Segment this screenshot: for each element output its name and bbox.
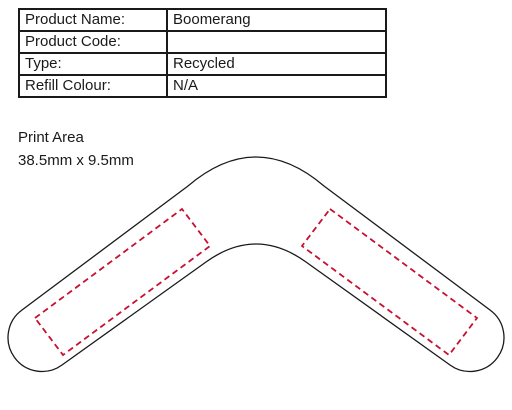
print-zone-right [300,207,479,357]
refill-colour-value: N/A [166,74,387,98]
print-area-title: Print Area [18,129,84,146]
print-area-info: Print Area 38.5mm x 9.5mm [18,126,134,172]
boomerang-outline [7,156,505,373]
print-zone-left [33,207,212,357]
print-area-size: 38.5mm x 9.5mm [18,152,134,169]
product-code-value [166,30,387,54]
row-product-name: Product Name: Boomerang [18,8,387,32]
type-value: Recycled [166,52,387,76]
row-refill-colour: Refill Colour: N/A [18,74,387,98]
type-label: Type: [18,52,168,76]
row-product-code: Product Code: [18,30,387,54]
product-spec-table: Product Name: Boomerang Product Code: Ty… [18,8,387,98]
refill-colour-label: Refill Colour: [18,74,168,98]
row-type: Type: Recycled [18,52,387,76]
product-code-label: Product Code: [18,30,168,54]
product-name-value: Boomerang [166,8,387,32]
product-name-label: Product Name: [18,8,168,32]
